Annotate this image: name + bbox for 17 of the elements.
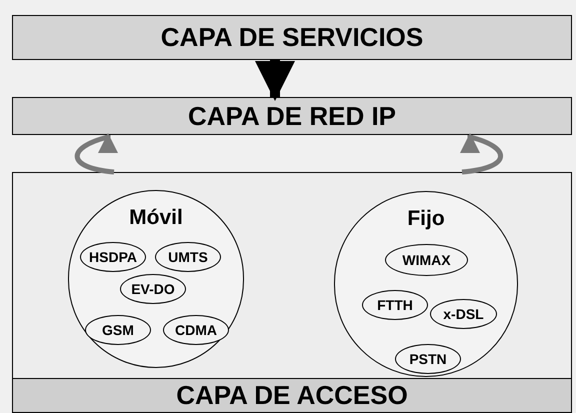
technology-oval: FTTH [362, 290, 428, 320]
technology-oval: PSTN [395, 344, 461, 374]
layer-bar: CAPA DE RED IP [12, 97, 572, 135]
group-title: Móvil [128, 207, 184, 228]
technology-oval: WIMAX [385, 244, 468, 276]
technology-oval: x-DSL [430, 299, 497, 329]
technology-oval: EV-DO [120, 274, 186, 304]
layer-title: CAPA DE ACCESO [13, 378, 571, 412]
block-arrow [255, 60, 295, 101]
technology-oval: CDMA [163, 315, 229, 345]
technology-oval: GSM [85, 315, 151, 345]
layer-frame [12, 172, 572, 413]
group-title: Fijo [406, 208, 446, 229]
curved-arrow [460, 133, 503, 174]
layer-bar: CAPA DE SERVICIOS [12, 15, 572, 60]
technology-oval: UMTS [155, 242, 221, 272]
technology-oval: HSDPA [80, 242, 146, 272]
